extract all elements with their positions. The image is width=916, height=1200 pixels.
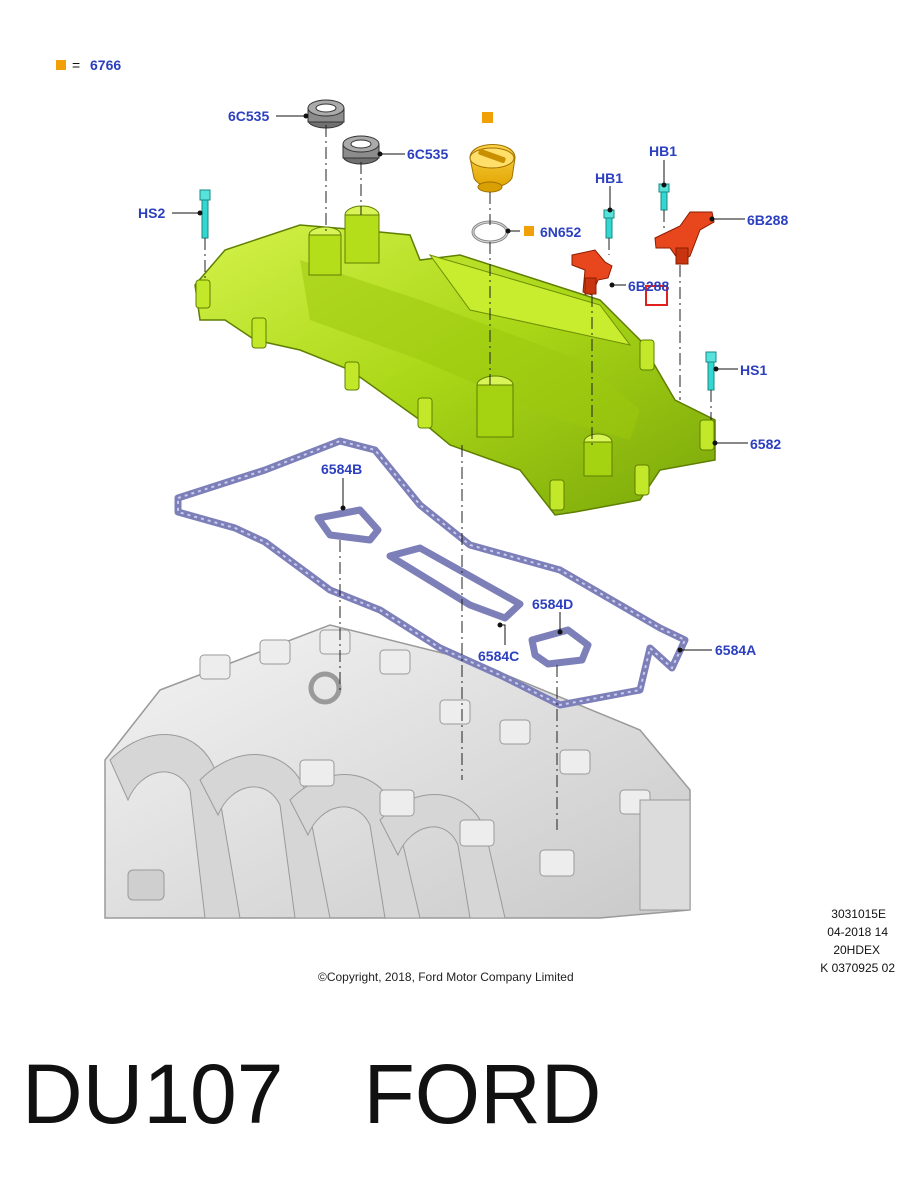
brand-name: FORD	[363, 1047, 602, 1141]
sensor-6B288-right	[654, 211, 715, 265]
label-6584C: 6584C	[478, 648, 519, 664]
label-HS2: HS2	[138, 205, 165, 221]
meta-line-1: 3031015E	[831, 907, 886, 921]
label-HB1-right: HB1	[649, 143, 677, 159]
legend-equals: =	[72, 57, 80, 73]
meta-line-4: K 0370925 02	[820, 961, 895, 975]
label-6584D: 6584D	[532, 596, 573, 612]
footer-caption: DU107 FORD	[22, 1052, 601, 1152]
label-6C535-lower: 6C535	[407, 146, 448, 162]
copyright-notice: ©Copyright, 2018, Ford Motor Company Lim…	[318, 970, 574, 984]
part-code: DU107	[22, 1047, 284, 1141]
label-HS1: HS1	[740, 362, 767, 378]
bolt-HB1-right	[658, 183, 670, 211]
label-HB1-left: HB1	[595, 170, 623, 186]
meta-line-2: 04-2018 14	[827, 925, 888, 939]
label-6N652: 6N652	[540, 224, 581, 240]
alignment-lines	[204, 125, 712, 830]
highlight-box	[645, 285, 668, 306]
bolt-HB1-left	[603, 209, 615, 239]
cylinder-head	[104, 624, 691, 919]
engine-cover-diagram: = 6766	[56, 57, 895, 984]
label-6B288-left: 6B288	[628, 278, 669, 294]
label-6582: 6582	[750, 436, 781, 452]
legend-part-number: 6766	[90, 57, 121, 73]
sensor-6B288-left	[571, 249, 613, 296]
seal-6C535-lower	[342, 135, 380, 165]
gasket-6584D	[528, 626, 592, 668]
gasket-6584A	[174, 437, 689, 709]
valve-cover-6582	[194, 205, 716, 516]
label-6584B: 6584B	[321, 461, 362, 477]
label-6C535-upper: 6C535	[228, 108, 269, 124]
meta-line-3: 20HDEX	[833, 943, 880, 957]
gasket-6584C	[386, 544, 524, 622]
seal-6C535-upper	[307, 99, 345, 129]
oil-filler-cap-6766	[469, 112, 516, 193]
legend-marker	[56, 60, 66, 70]
leader-lines	[172, 113, 748, 653]
label-6584A: 6584A	[715, 642, 756, 658]
gasket-6584B	[314, 506, 382, 544]
label-6B288-right: 6B288	[747, 212, 788, 228]
